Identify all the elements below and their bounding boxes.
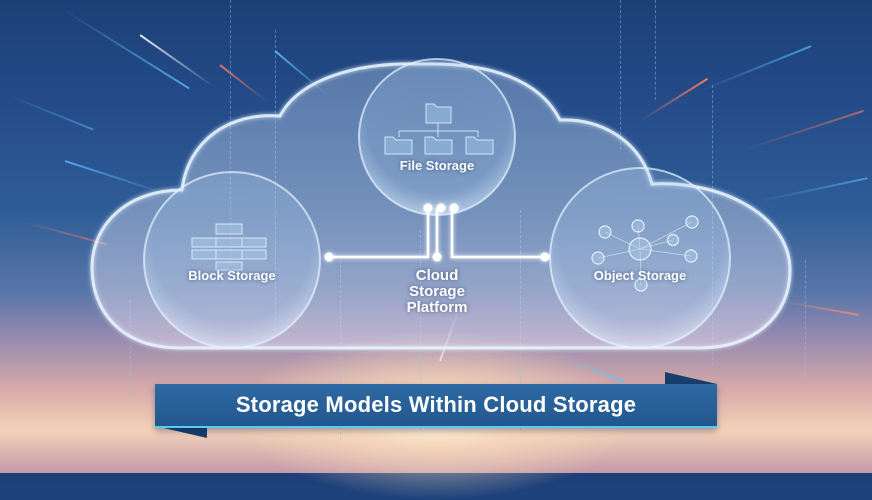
file-storage-label: File Storage [399, 158, 475, 173]
center-label-line-1: Cloud [415, 267, 459, 284]
diagram-canvas [90, 58, 792, 350]
title-banner: Storage Models Within Cloud Storage [155, 384, 717, 428]
center-label-line-2: Storage [409, 283, 465, 300]
banner-fold-left [155, 426, 207, 438]
connector-lines [329, 208, 545, 259]
center-label-line-3: Platform [406, 299, 468, 316]
connector-nodes [324, 203, 550, 262]
banner-title: Storage Models Within Cloud Storage [235, 392, 637, 417]
center-platform-label: Cloud Storage Platform [377, 268, 497, 316]
stacked-blocks-icon [191, 223, 267, 271]
folder-hierarchy-icon [384, 103, 494, 155]
block-storage-label: Block Storage [188, 268, 276, 283]
object-network-icon [591, 215, 699, 292]
block-storage-bubble [143, 171, 321, 349]
object-storage-label: Object Storage [593, 268, 687, 283]
banner-fold-right [665, 372, 717, 384]
file-storage-bubble [358, 58, 516, 216]
